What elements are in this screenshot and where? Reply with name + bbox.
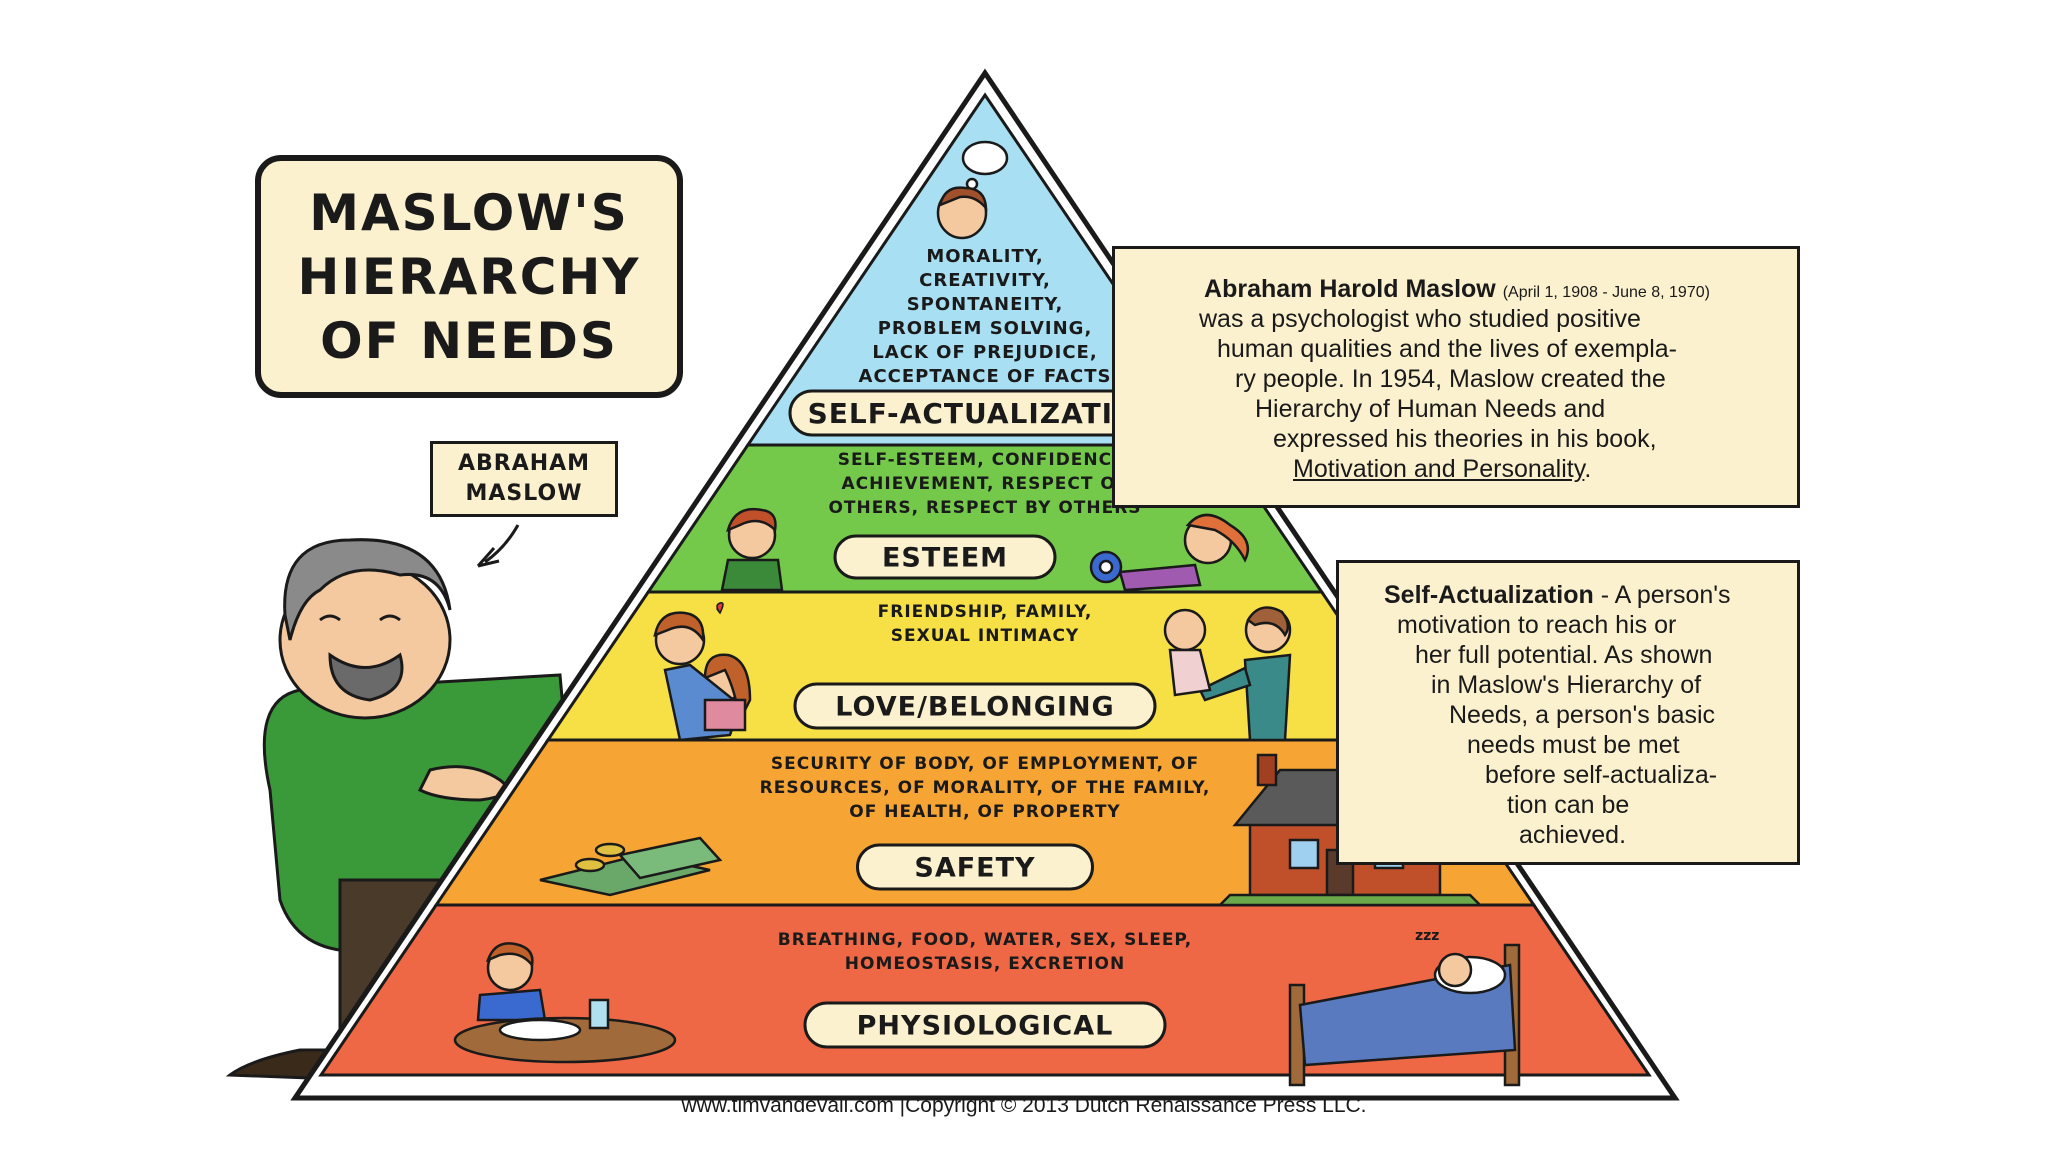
tier-description-line: HOMEOSTASIS, EXCRETION [845, 954, 1125, 974]
eating-child-icon [453, 942, 677, 1064]
definition-heading: Self-Actualization - A person's [1384, 580, 1731, 611]
bio-line-2: human qualities and the lives of exempla… [1217, 335, 1677, 363]
tier-description-line: SEXUAL INTIMACY [891, 626, 1080, 646]
bio-book-end: . [1584, 455, 1592, 483]
esteem-child-left-icon [720, 507, 784, 592]
copyright-footer: www.timvandevall.com |Copyright © 2013 D… [681, 1094, 1367, 1117]
definition-term: Self-Actualization [1384, 581, 1594, 609]
person-label-line-1: ABRAHAM [457, 451, 591, 476]
pointer-arrow [476, 524, 520, 568]
tier-label: LOVE/BELONGING [835, 692, 1114, 723]
bio-book-title: Motivation and Personality [1293, 455, 1585, 483]
tier-description-line: SECURITY OF BODY, OF EMPLOYMENT, OF [771, 754, 1199, 774]
tier-description-line: LACK OF PREJUDICE, [872, 342, 1097, 363]
esteem-child-right-icon [1118, 513, 1250, 592]
bio-line-3: ry people. In 1954, Maslow created the [1235, 365, 1666, 393]
tier-label: SAFETY [914, 853, 1035, 884]
person-label-line-2: MASLOW [465, 481, 583, 506]
tier-label: PHYSIOLOGICAL [857, 1011, 1114, 1042]
title-line-2: HIERARCHY [297, 247, 641, 306]
tier-description-line: OF HEALTH, OF PROPERTY [849, 802, 1121, 822]
svg-text:zzz: zzz [1415, 928, 1439, 944]
definition-line-8: achieved. [1519, 821, 1627, 849]
tier-label: ESTEEM [882, 543, 1008, 574]
definition-line-3: in Maslow's Hierarchy of [1431, 671, 1702, 699]
title-line-3: OF NEEDS [320, 311, 618, 370]
tier-description-line: FRIENDSHIP, FAMILY, [878, 602, 1093, 622]
tier-label-pill [833, 534, 1057, 580]
tier-label-pill [856, 843, 1094, 891]
tier-description-line: RESOURCES, OF MORALITY, OF THE FAMILY, [760, 778, 1211, 798]
tier-description-line: PROBLEM SOLVING, [878, 318, 1093, 339]
tier-description-line: MORALITY, [926, 246, 1043, 267]
definition-box: Self-Actualization - A person's motivati… [1336, 560, 1800, 865]
bio-dates: (April 1, 1908 - June 8, 1970) [1502, 284, 1710, 301]
tier-label: SELF-ACTUALIZATION [808, 397, 1163, 430]
family-hug-icon [653, 611, 752, 742]
parent-baby-icon [1163, 606, 1292, 742]
definition-first-line-rest: - A person's [1593, 581, 1731, 609]
definition-line-6: before self-actualiza- [1485, 761, 1718, 789]
bio-book-line: Motivation and Personality. [1293, 454, 1591, 485]
tier-description-line: ACHIEVEMENT, RESPECT OF [842, 474, 1129, 494]
sleeping-child-icon: zzz [1288, 928, 1521, 1087]
thinking-child-icon [936, 140, 1009, 240]
definition-line-1: motivation to reach his or [1397, 611, 1677, 639]
bio-name: Abraham Harold Maslow [1204, 275, 1496, 303]
definition-line-2: her full potential. As shown [1415, 641, 1713, 669]
definition-line-5: needs must be met [1467, 731, 1680, 759]
tier-description-line: SELF-ESTEEM, CONFIDENCE, [838, 450, 1132, 470]
bio-line-1: was a psychologist who studied positive [1199, 305, 1641, 333]
title-box: MASLOW'S HIERARCHY OF NEEDS [255, 155, 683, 398]
tier-description-line: ACCEPTANCE OF FACTS [859, 366, 1112, 387]
tier-description-line: CREATIVITY, [919, 270, 1051, 291]
title-line-1: MASLOW'S [309, 183, 629, 242]
heart-icon [716, 601, 724, 615]
bio-heading: Abraham Harold Maslow (April 1, 1908 - J… [1115, 274, 1799, 309]
definition-line-7: tion can be [1507, 791, 1630, 819]
tier-description-line: BREATHING, FOOD, WATER, SEX, SLEEP, [778, 930, 1192, 950]
award-ribbon-icon [1089, 550, 1123, 584]
money-stack-icon [539, 836, 723, 897]
person-label-box: ABRAHAM MASLOW [430, 441, 618, 517]
definition-line-4: Needs, a person's basic [1449, 701, 1716, 729]
tier-label-pill [803, 1001, 1167, 1049]
tier-description-line: SPONTANEITY, [907, 294, 1064, 315]
tier-description-line: OTHERS, RESPECT BY OTHERS [828, 498, 1141, 518]
tier-label-pill [793, 682, 1157, 730]
bio-line-5: expressed his theories in his book, [1273, 425, 1657, 453]
bio-box: Abraham Harold Maslow (April 1, 1908 - J… [1112, 246, 1800, 508]
bio-line-4: Hierarchy of Human Needs and [1255, 395, 1606, 423]
